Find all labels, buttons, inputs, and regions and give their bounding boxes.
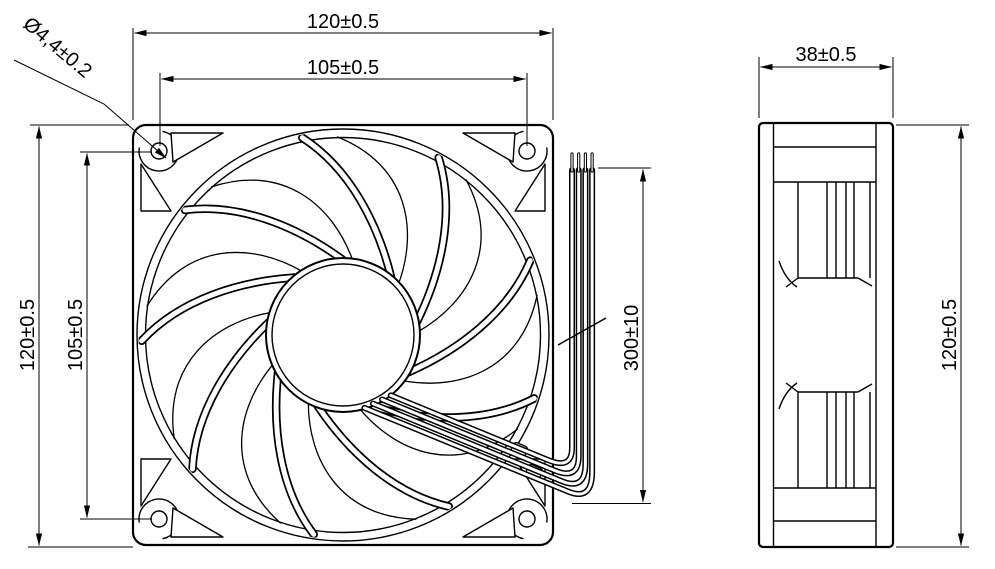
fan-front-view xyxy=(131,123,607,547)
venturi-ring-outer xyxy=(136,128,550,542)
dimension-lines xyxy=(13,29,965,546)
dim-label-side-depth: 38±0.5 xyxy=(795,44,856,66)
mounting-hole-top-right xyxy=(462,130,548,212)
dim-label-side-height: 120±0.5 xyxy=(939,299,961,371)
dim-label-front-hole-spacing-h: 105±0.5 xyxy=(307,57,379,79)
wire-break-mark xyxy=(557,317,607,346)
dim-label-wire-length: 300±10 xyxy=(621,305,643,372)
wire-tips xyxy=(570,152,594,173)
dim-label-front-height: 120±0.5 xyxy=(17,299,39,371)
fan-hub-inner xyxy=(271,263,415,407)
dimensions: 120±0.5 105±0.5 120±0.5 105±0.5 300±10 3… xyxy=(13,11,969,548)
dim-label-hole-diameter: Ø4,4±0.2 xyxy=(19,13,96,83)
side-blade-pack-top xyxy=(778,182,873,288)
leader-line-hole-diameter xyxy=(13,59,167,159)
extension-lines xyxy=(28,28,969,548)
fan-side-view xyxy=(757,121,895,549)
lead-wires xyxy=(361,152,596,498)
side-blade-pack-bottom xyxy=(778,382,873,488)
mounting-hole-bottom-left xyxy=(138,458,224,540)
dim-label-front-hole-spacing-v: 105±0.5 xyxy=(65,299,87,371)
fan-hub xyxy=(265,257,421,413)
dim-label-front-width: 120±0.5 xyxy=(307,11,379,33)
fan-frame-side xyxy=(757,121,895,549)
